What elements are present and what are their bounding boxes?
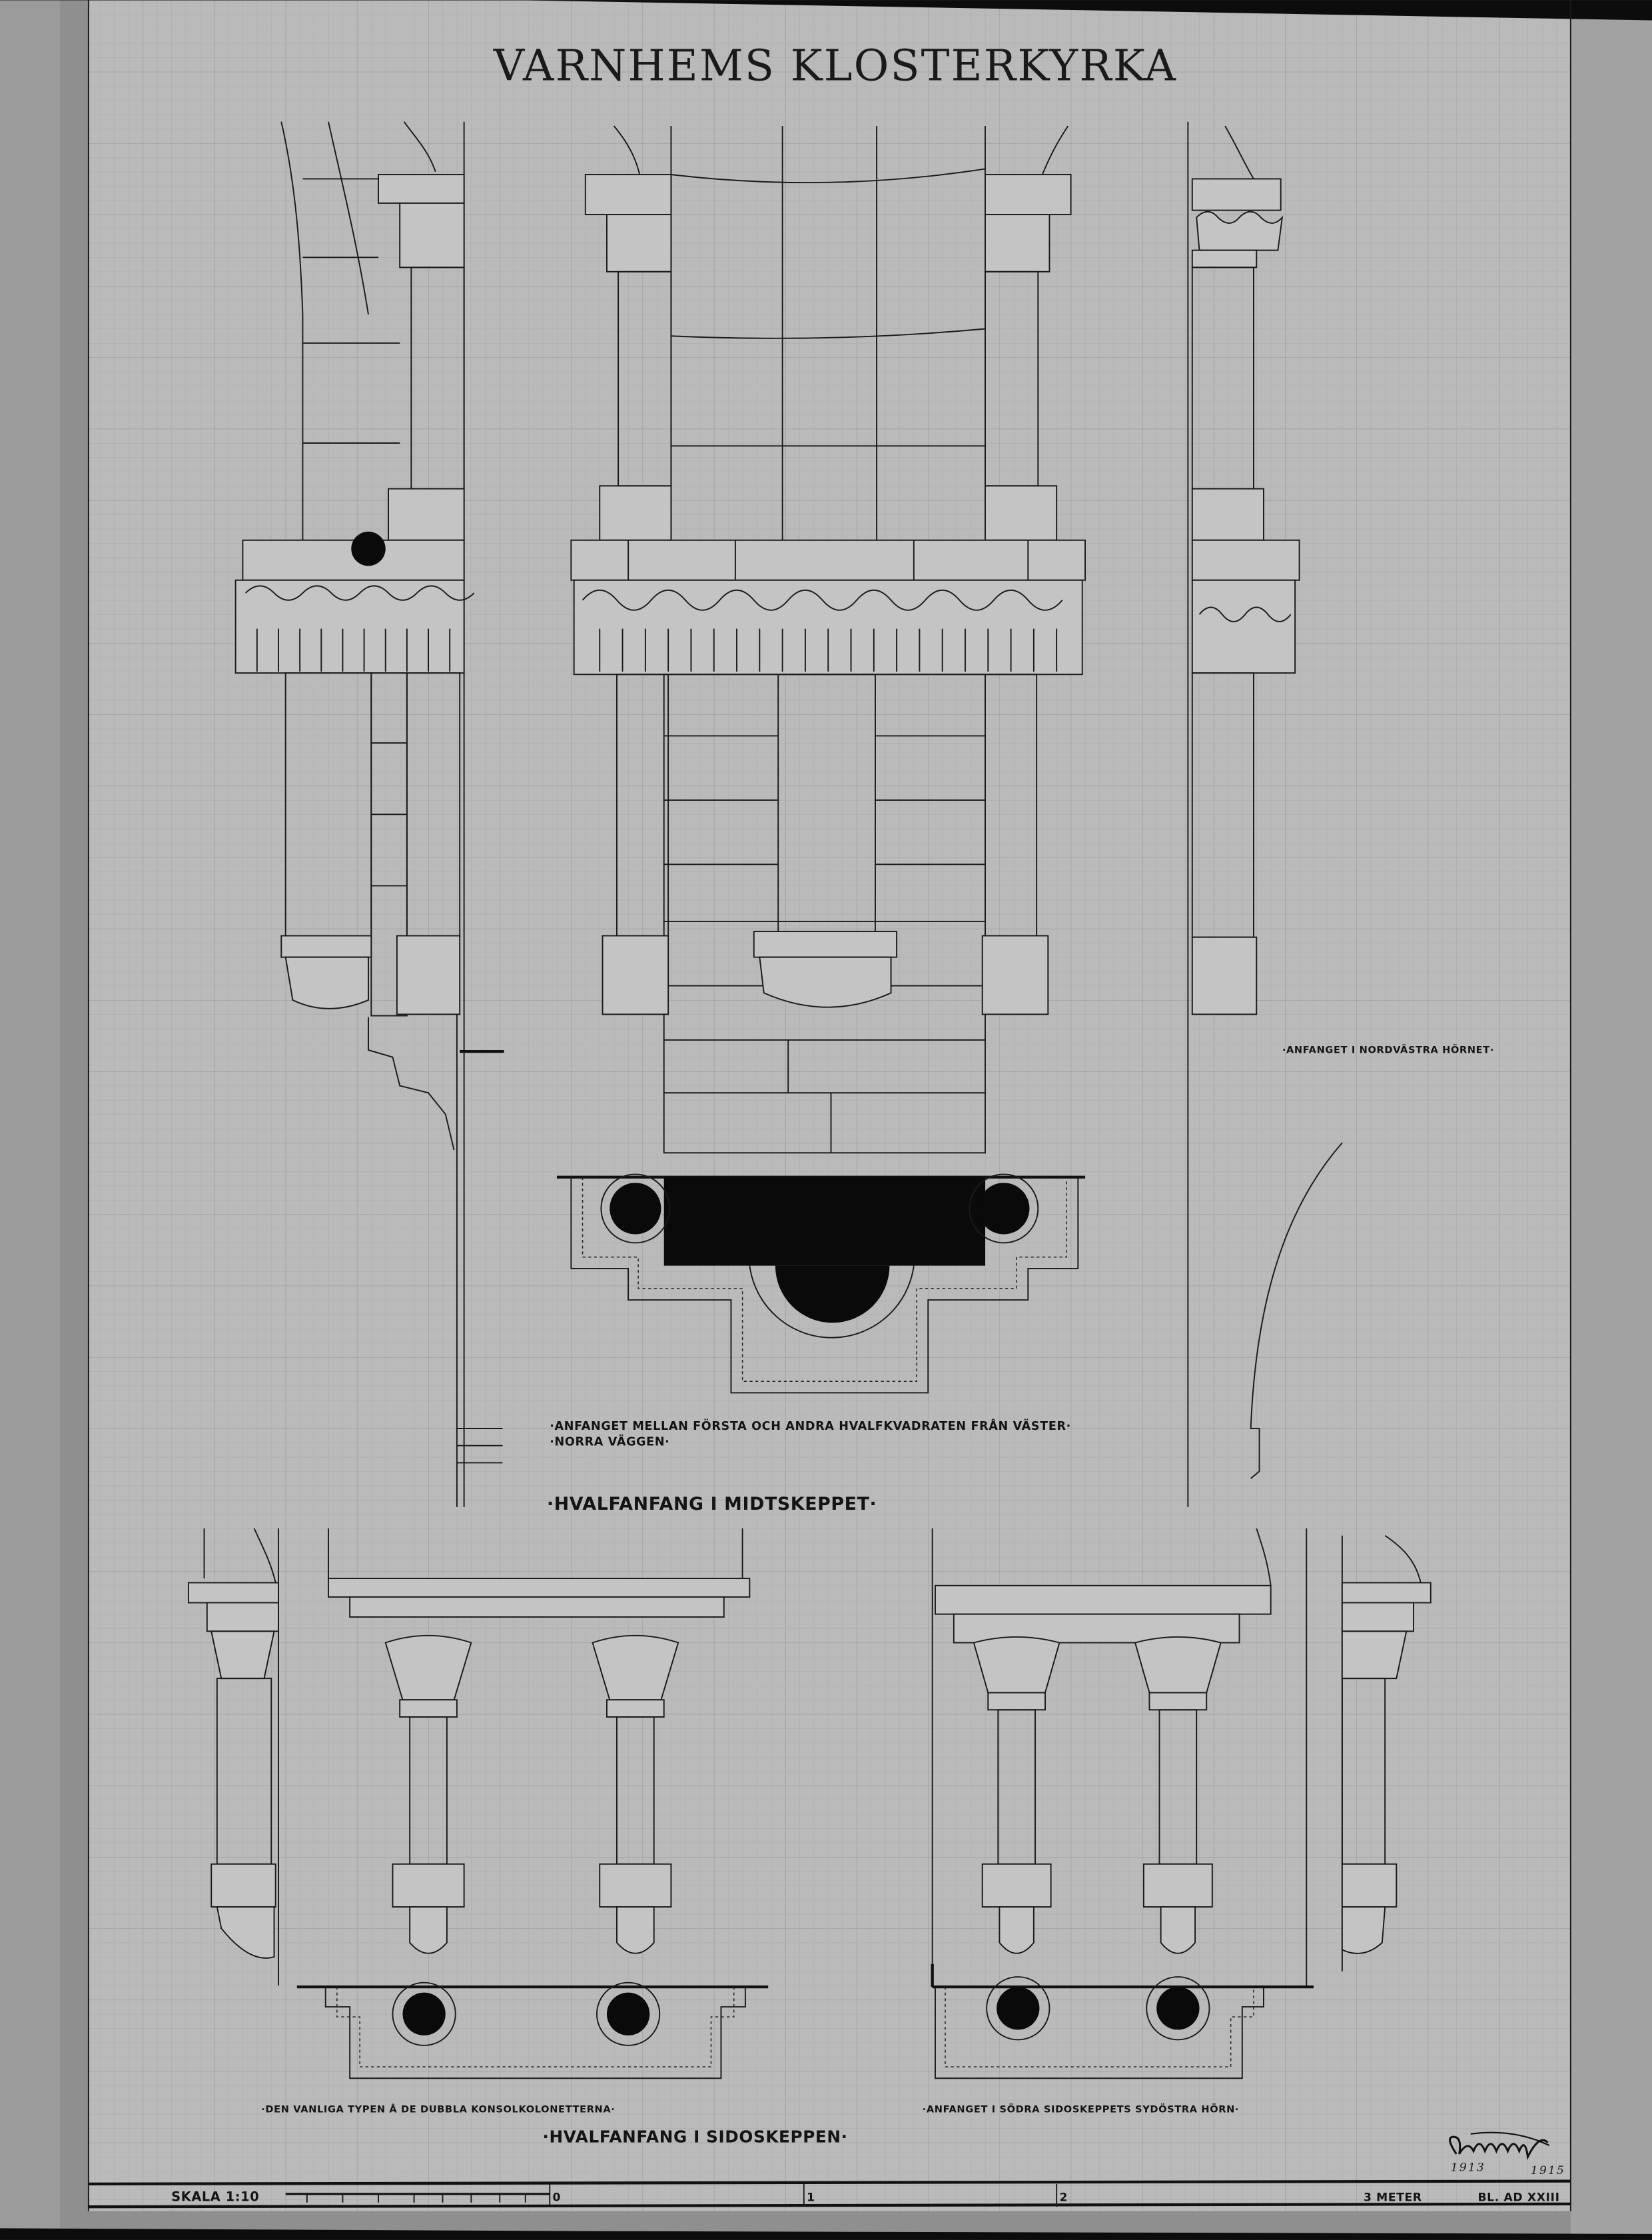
sydostra-horn-caption: ·ANFANGET I SÖDRA SIDOSKEPPETS SYDÖSTRA … xyxy=(923,2103,1239,2115)
midtskeppet-elevation xyxy=(234,121,1343,1507)
scale-tick-2: 2 xyxy=(1059,2191,1068,2205)
scale-bar: SKALA 1:10 0 1 2 3 METER BL. AD XXIII xyxy=(88,2179,1571,2209)
signature-year-1: 1913 xyxy=(1451,2161,1485,2175)
sheet-title: VARNHEMS KLOSTERKYRKA xyxy=(493,41,1177,91)
architect-signature: 1913 1915 xyxy=(1449,2131,1565,2177)
nordvastra-hornet-caption: ·ANFANGET I NORDVÄSTRA HÖRNET· xyxy=(1282,1043,1494,1055)
scale-tick-1: 1 xyxy=(807,2191,815,2205)
sidoskeppen-heading: ·HVALFANFANG I SIDOSKEPPEN· xyxy=(543,2127,848,2147)
sidoskeppen-elevation-left xyxy=(187,1528,769,2079)
midtskeppet-caption-line2: ·NORRA VÄGGEN· xyxy=(550,1434,669,1449)
scale-unit: 3 METER xyxy=(1364,2191,1422,2205)
midtskeppet-heading: ·HVALFANFANG I MIDTSKEPPET· xyxy=(547,1494,877,1514)
konsolkolonetter-caption: ·DEN VANLIGA TYPEN Å DE DUBBLA KONSOLKOL… xyxy=(261,2104,615,2115)
sidoskeppen-plan-right xyxy=(931,1963,1314,2079)
plate-number: BL. AD XXIII xyxy=(1477,2191,1559,2205)
scale-tick-0: 0 xyxy=(553,2191,562,2205)
signature-year-2: 1915 xyxy=(1531,2164,1565,2177)
sidoskeppen-elevation-right xyxy=(931,1528,1432,2079)
scale-label: SKALA 1:10 xyxy=(171,2189,259,2205)
sidoskeppen-plan-left xyxy=(296,1981,769,2079)
midtskeppet-plan xyxy=(556,1173,1086,1394)
midtskeppet-caption-line1: ·ANFANGET MELLAN FÖRSTA OCH ANDRA HVALFK… xyxy=(550,1418,1071,1433)
